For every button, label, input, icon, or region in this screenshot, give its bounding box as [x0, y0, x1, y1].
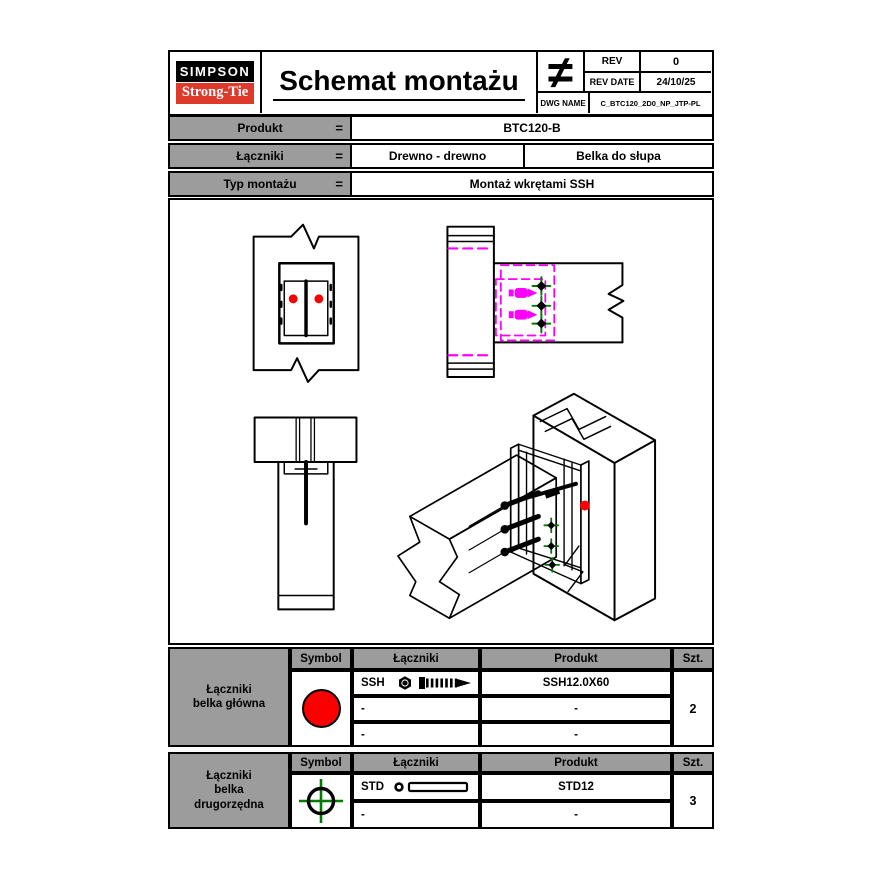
rev-value: 0 — [641, 52, 711, 73]
technical-drawing — [252, 223, 657, 622]
fastener-code: STD — [361, 781, 384, 793]
info-row-typ-montazu: Typ montażu = Montaż wkrętami SSH — [168, 171, 714, 197]
fastener-row: - — [352, 722, 480, 747]
col-header-szt: Szt. — [672, 647, 714, 670]
rev-date-label: REV DATE — [585, 73, 641, 93]
col-header-szt: Szt. — [672, 752, 714, 773]
info-value-produkt: BTC120-B — [503, 121, 561, 135]
not-equal-icon: ≠ — [538, 49, 585, 95]
page-title: Schemat montażu — [273, 65, 525, 101]
info-label-produkt: Produkt = — [170, 117, 352, 139]
qty-cell-secondary: 3 — [672, 773, 714, 829]
assembly-sheet: SIMPSON Strong-Tie Schemat montażu ≠ REV… — [168, 49, 714, 832]
product-cell: STD12 — [480, 773, 672, 801]
green-crosshair-icon — [299, 779, 343, 823]
equals-sign: = — [335, 176, 343, 192]
red-dot-icon — [288, 294, 298, 304]
title-cell: Schemat montażu — [262, 52, 538, 113]
side-view-drawing — [446, 225, 625, 378]
col-header-laczniki: Łączniki — [352, 752, 480, 773]
info-value-typ-montazu: Montaż wkrętami SSH — [469, 177, 595, 191]
green-star-icon — [531, 276, 552, 334]
product-cell: SSH12.0X60 — [480, 670, 672, 696]
isometric-view-drawing — [397, 392, 657, 622]
red-dot-icon — [579, 500, 590, 511]
dwg-name-value: C_BTC120_2D0_NP_JTP-PL — [600, 98, 701, 108]
logo-strongtie: Strong-Tie — [176, 83, 254, 104]
info-label-typ-montazu: Typ montażu = — [170, 173, 352, 195]
fastener-row: - — [352, 696, 480, 722]
equals-sign: = — [335, 148, 343, 164]
logo: SIMPSON Strong-Tie — [170, 52, 262, 113]
logo-simpson: SIMPSON — [176, 61, 254, 82]
fastener-row: STD — [352, 773, 480, 801]
info-label-laczniki: Łączniki = — [170, 145, 352, 167]
info-row-produkt: Produkt = BTC120-B — [168, 115, 714, 141]
fastener-row: SSH — [352, 670, 480, 696]
group-label-secondary: Łączniki belka drugorzędna — [168, 752, 290, 829]
col-header-symbol: Symbol — [290, 647, 352, 670]
title-block: SIMPSON Strong-Tie Schemat montażu ≠ REV… — [168, 49, 714, 116]
col-header-laczniki: Łączniki — [352, 647, 480, 670]
col-header-symbol: Symbol — [290, 752, 352, 773]
magenta-screw-icon — [508, 288, 538, 320]
symbol-cell-secondary — [290, 773, 352, 829]
col-header-produkt: Produkt — [480, 752, 672, 773]
drawing-area — [168, 198, 714, 645]
info-value-connection: Belka do słupa — [576, 149, 661, 163]
fastener-row: - — [352, 801, 480, 829]
std-dowel-icon — [394, 781, 469, 793]
green-star-icon — [543, 517, 561, 573]
product-cell: - — [480, 722, 672, 747]
front-view-drawing — [252, 223, 360, 383]
red-dot-icon — [314, 294, 324, 304]
info-label-text: Produkt — [237, 121, 283, 135]
info-value-material: Drewno - drewno — [352, 145, 525, 167]
ssh-screw-icon — [398, 676, 471, 690]
info-label-text: Łączniki — [236, 149, 284, 163]
product-cell: - — [480, 801, 672, 829]
equals-sign: = — [335, 120, 343, 136]
info-label-text: Typ montażu — [223, 177, 297, 191]
red-circle-icon — [301, 689, 341, 728]
rev-date-value: 24/10/25 — [641, 73, 711, 93]
plan-view-drawing — [253, 416, 358, 611]
col-header-produkt: Produkt — [480, 647, 672, 670]
product-cell: - — [480, 696, 672, 722]
info-row-laczniki: Łączniki = Drewno - drewno Belka do słup… — [168, 143, 714, 169]
qty-cell-main: 2 — [672, 670, 714, 747]
symbol-cell-main — [290, 670, 352, 747]
group-label-main: Łączniki belka główna — [168, 647, 290, 747]
revision-block: ≠ REV 0 REV DATE 24/10/25 DWG NAME C_BTC… — [538, 49, 711, 113]
dwg-name-label: DWG NAME — [538, 93, 590, 113]
fastener-code: SSH — [361, 677, 385, 689]
screw-icon — [468, 490, 541, 574]
rev-label: REV — [585, 52, 641, 73]
